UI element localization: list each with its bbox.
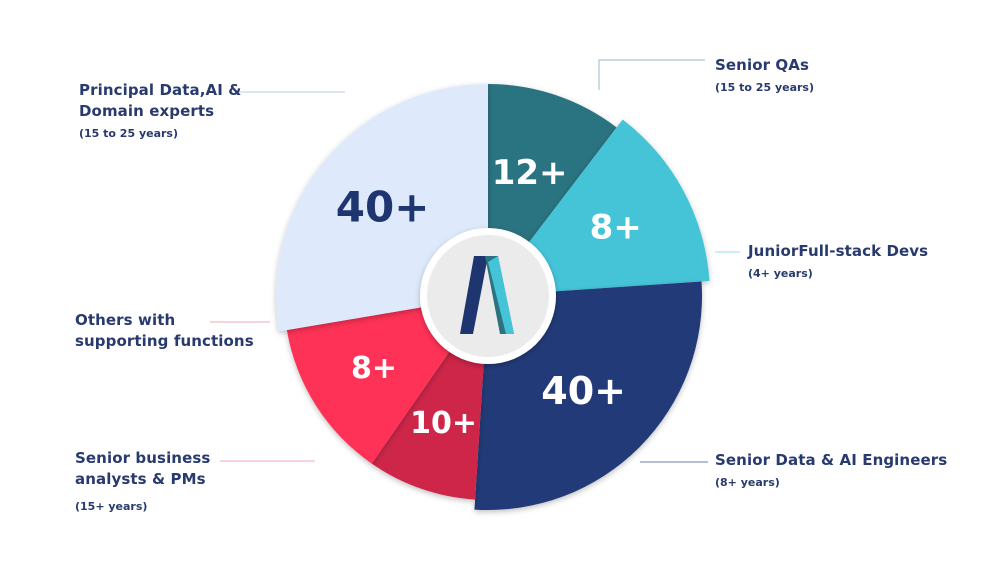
label-senior-engineers-title: Senior Data & AI Engineers bbox=[715, 451, 948, 469]
pie-value-label-2: 40+ bbox=[541, 369, 626, 413]
center-circle-inner bbox=[427, 235, 549, 357]
label-others: Others with supporting functions bbox=[75, 310, 260, 352]
label-senior-engineers: Senior Data & AI Engineers (8+ years) bbox=[715, 450, 947, 490]
label-junior-devs-sub: (4+ years) bbox=[748, 267, 813, 280]
pie-value-label-1: 8+ bbox=[590, 207, 642, 247]
pie-value-label-5: 40+ bbox=[336, 182, 430, 231]
letter-a-logo-icon bbox=[460, 256, 514, 334]
pie-value-labels: 12+ 8+ 40+ 10+ 8+ 40+ bbox=[336, 153, 642, 441]
leader-line-senior-qas bbox=[598, 59, 705, 90]
label-others-title: Others with supporting functions bbox=[75, 311, 254, 350]
label-junior-devs: JuniorFull-stack Devs (4+ years) bbox=[748, 241, 928, 281]
label-senior-engineers-sub: (8+ years) bbox=[715, 476, 780, 489]
label-junior-devs-title: JuniorFull-stack Devs bbox=[748, 242, 929, 260]
label-business-analysts-title: Senior business analysts & PMs bbox=[75, 449, 211, 488]
label-business-analysts-sub: (15+ years) bbox=[75, 500, 148, 513]
label-senior-qas: Senior QAs (15 to 25 years) bbox=[715, 55, 814, 95]
label-senior-qas-sub: (15 to 25 years) bbox=[715, 81, 814, 94]
pie-value-label-4: 8+ bbox=[351, 351, 397, 386]
label-principal-sub: (15 to 25 years) bbox=[79, 127, 178, 140]
label-principal-title: Principal Data,AI & Domain experts bbox=[79, 81, 242, 120]
label-principal: Principal Data,AI & Domain experts (15 t… bbox=[79, 80, 249, 141]
pie-value-label-0: 12+ bbox=[492, 153, 568, 193]
pie-slice-1 bbox=[488, 119, 710, 296]
pie-value-label-3: 10+ bbox=[410, 406, 477, 441]
label-senior-qas-title: Senior QAs bbox=[715, 56, 810, 74]
label-business-analysts: Senior business analysts & PMs (15+ year… bbox=[75, 448, 225, 514]
